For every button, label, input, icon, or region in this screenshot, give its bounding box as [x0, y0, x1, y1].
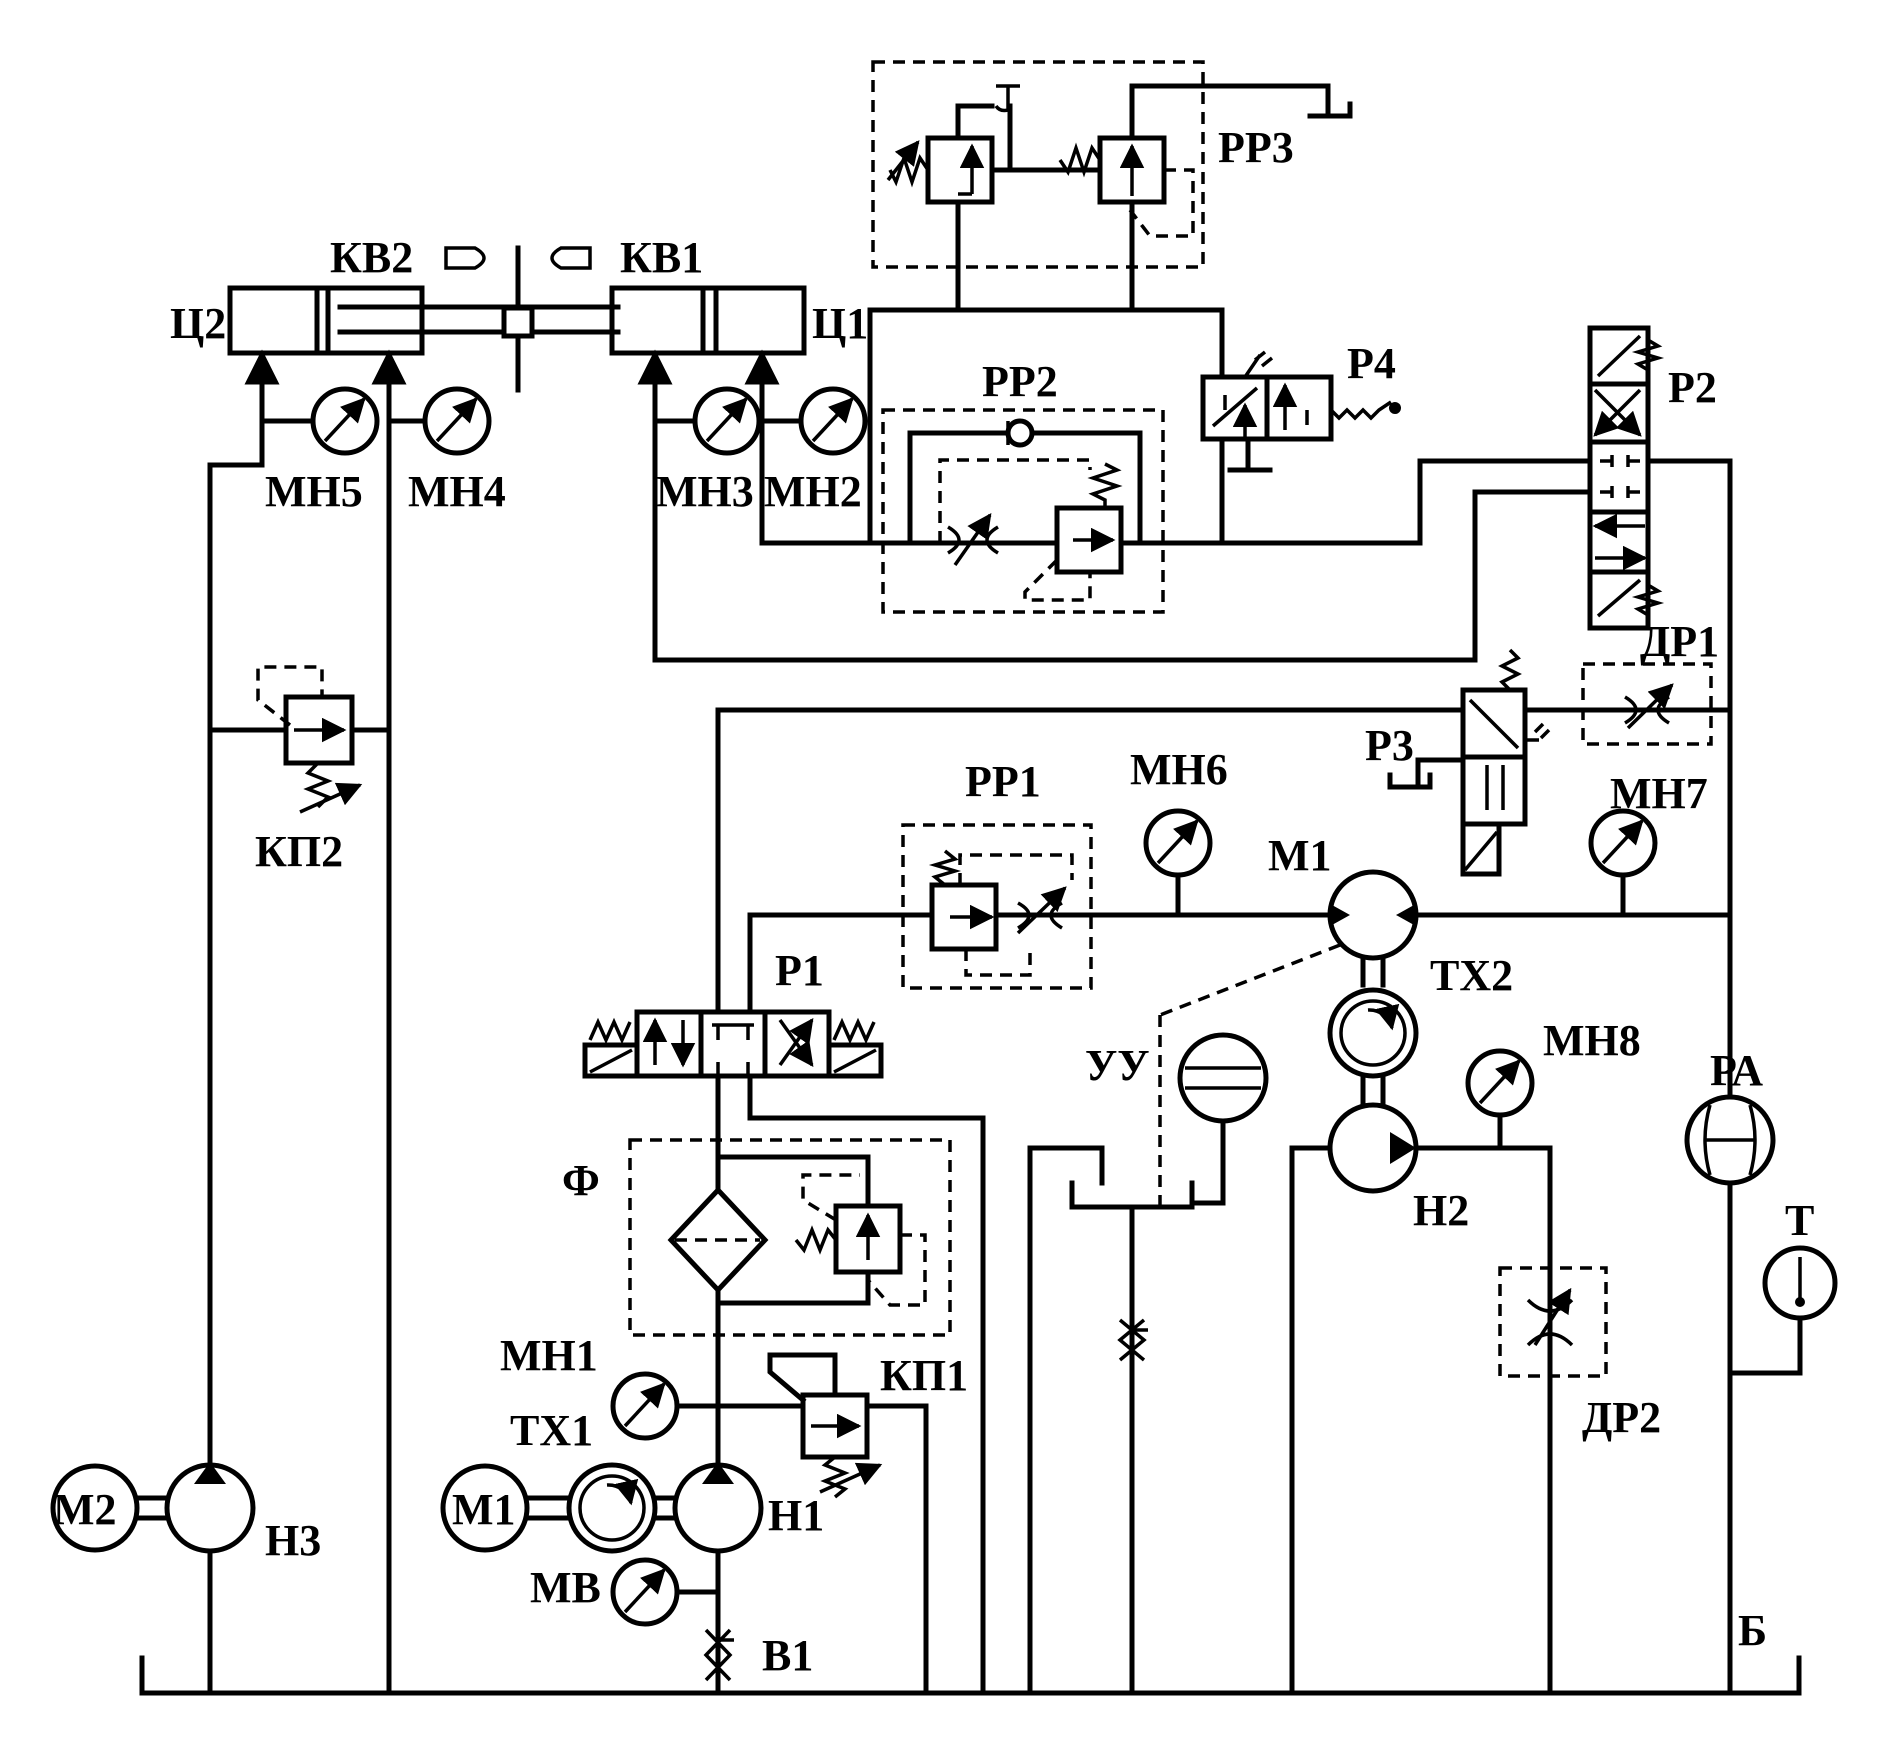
- label-kp2: КП2: [255, 827, 343, 876]
- tachometer-tx2: [1327, 987, 1419, 1106]
- directional-valve-p3: [1387, 648, 1551, 877]
- gauge-mn6: [1143, 808, 1213, 878]
- gauge-mn7: [1588, 808, 1658, 878]
- gauge-mn2: [798, 386, 868, 456]
- tank-line: [139, 1655, 1802, 1696]
- label-mn8: МН8: [1543, 1016, 1641, 1065]
- electric-motor-m1: [440, 1463, 530, 1553]
- electric-motor-m2: [50, 1463, 140, 1553]
- control-device-uu: [1027, 1015, 1269, 1696]
- label-mn4: МН4: [408, 467, 506, 516]
- label-b: Б: [1738, 1606, 1767, 1655]
- flow-regulator-rr2: [881, 408, 1165, 614]
- label-rr2: РР2: [982, 357, 1058, 406]
- pump-h2: [1289, 1102, 1553, 1696]
- label-mn6: МН6: [1130, 745, 1228, 794]
- pump-h1: [652, 1462, 764, 1554]
- label-p1: Р1: [775, 946, 824, 995]
- limit-switch-kv1-symbol: [550, 246, 592, 270]
- thermometer-t: [1762, 1245, 1838, 1321]
- label-h3: Н3: [265, 1516, 321, 1565]
- label-rr1: РР1: [965, 757, 1041, 806]
- label-mv: МВ: [530, 1563, 601, 1612]
- flow-regulator-rr1: [901, 823, 1093, 990]
- label-dr1: ДР1: [1640, 617, 1719, 666]
- limit-switch-kv2-symbol: [444, 246, 486, 270]
- label-ra: РА: [1710, 1046, 1763, 1095]
- label-h2: Н2: [1413, 1186, 1469, 1235]
- label-c1: Ц1: [812, 299, 868, 348]
- cylinder-c2: [227, 285, 621, 356]
- label-t: Т: [1785, 1196, 1814, 1245]
- cylinder-c1: [609, 285, 807, 356]
- label-mn2: МН2: [764, 467, 862, 516]
- label-kv1: КВ1: [620, 233, 703, 282]
- label-kv2: КВ2: [330, 233, 413, 282]
- valve-v1: [703, 1628, 734, 1682]
- relief-valve-kp2: [256, 665, 363, 814]
- gauge-mn1: [610, 1371, 680, 1441]
- label-c2: Ц2: [170, 299, 226, 348]
- gauge-mn3: [692, 386, 762, 456]
- label-mn1: МН1: [500, 1331, 598, 1380]
- gauge-mn4: [422, 386, 492, 456]
- label-p2: Р2: [1668, 363, 1717, 412]
- rod-stop: [501, 245, 535, 393]
- relief-valve-kp1: [675, 1352, 929, 1696]
- pressure-reducing-valve-rr3: [867, 60, 1353, 546]
- label-mn3: МН3: [656, 467, 754, 516]
- directional-valve-p4: [1200, 350, 1401, 546]
- label-rr3: РР3: [1218, 123, 1294, 172]
- label-v1: В1: [762, 1631, 813, 1680]
- label-m2: М2: [53, 1485, 117, 1534]
- label-dr2: ДР2: [1582, 1393, 1661, 1442]
- tachometer-tx1: [524, 1462, 658, 1554]
- label-mn7: МН7: [1610, 769, 1708, 818]
- gauge-mn8: [1465, 1048, 1535, 1118]
- label-m1-drive: М1: [452, 1485, 516, 1534]
- label-tx2: ТХ2: [1430, 951, 1513, 1000]
- labels: РР3 КВ2 КВ1 Ц2 Ц1 Р4 Р2 РР2 МН5 МН4 МН3 …: [53, 123, 1814, 1680]
- throttle-dr1: [715, 662, 1733, 746]
- label-p4: Р4: [1347, 339, 1396, 388]
- label-kp1: КП1: [880, 1351, 968, 1400]
- label-uu: УУ: [1085, 1041, 1150, 1090]
- label-f: Ф: [562, 1156, 600, 1205]
- gauge-mv: [610, 1557, 721, 1627]
- pump-h3: [134, 1462, 256, 1554]
- throttle-dr2: [1498, 1266, 1608, 1378]
- pipework-middle: [715, 707, 1733, 1015]
- label-mn5: МН5: [265, 467, 363, 516]
- gauge-mn5: [310, 386, 380, 456]
- hydraulic-motor-m1: [1159, 869, 1419, 1017]
- accumulator-ra: [1684, 1094, 1803, 1696]
- label-h1: Н1: [768, 1491, 824, 1540]
- label-p3: Р3: [1365, 721, 1414, 770]
- directional-valve-p1: [582, 1009, 986, 1696]
- label-m1-motor: М1: [1268, 831, 1332, 880]
- label-tx1: ТХ1: [510, 1406, 593, 1455]
